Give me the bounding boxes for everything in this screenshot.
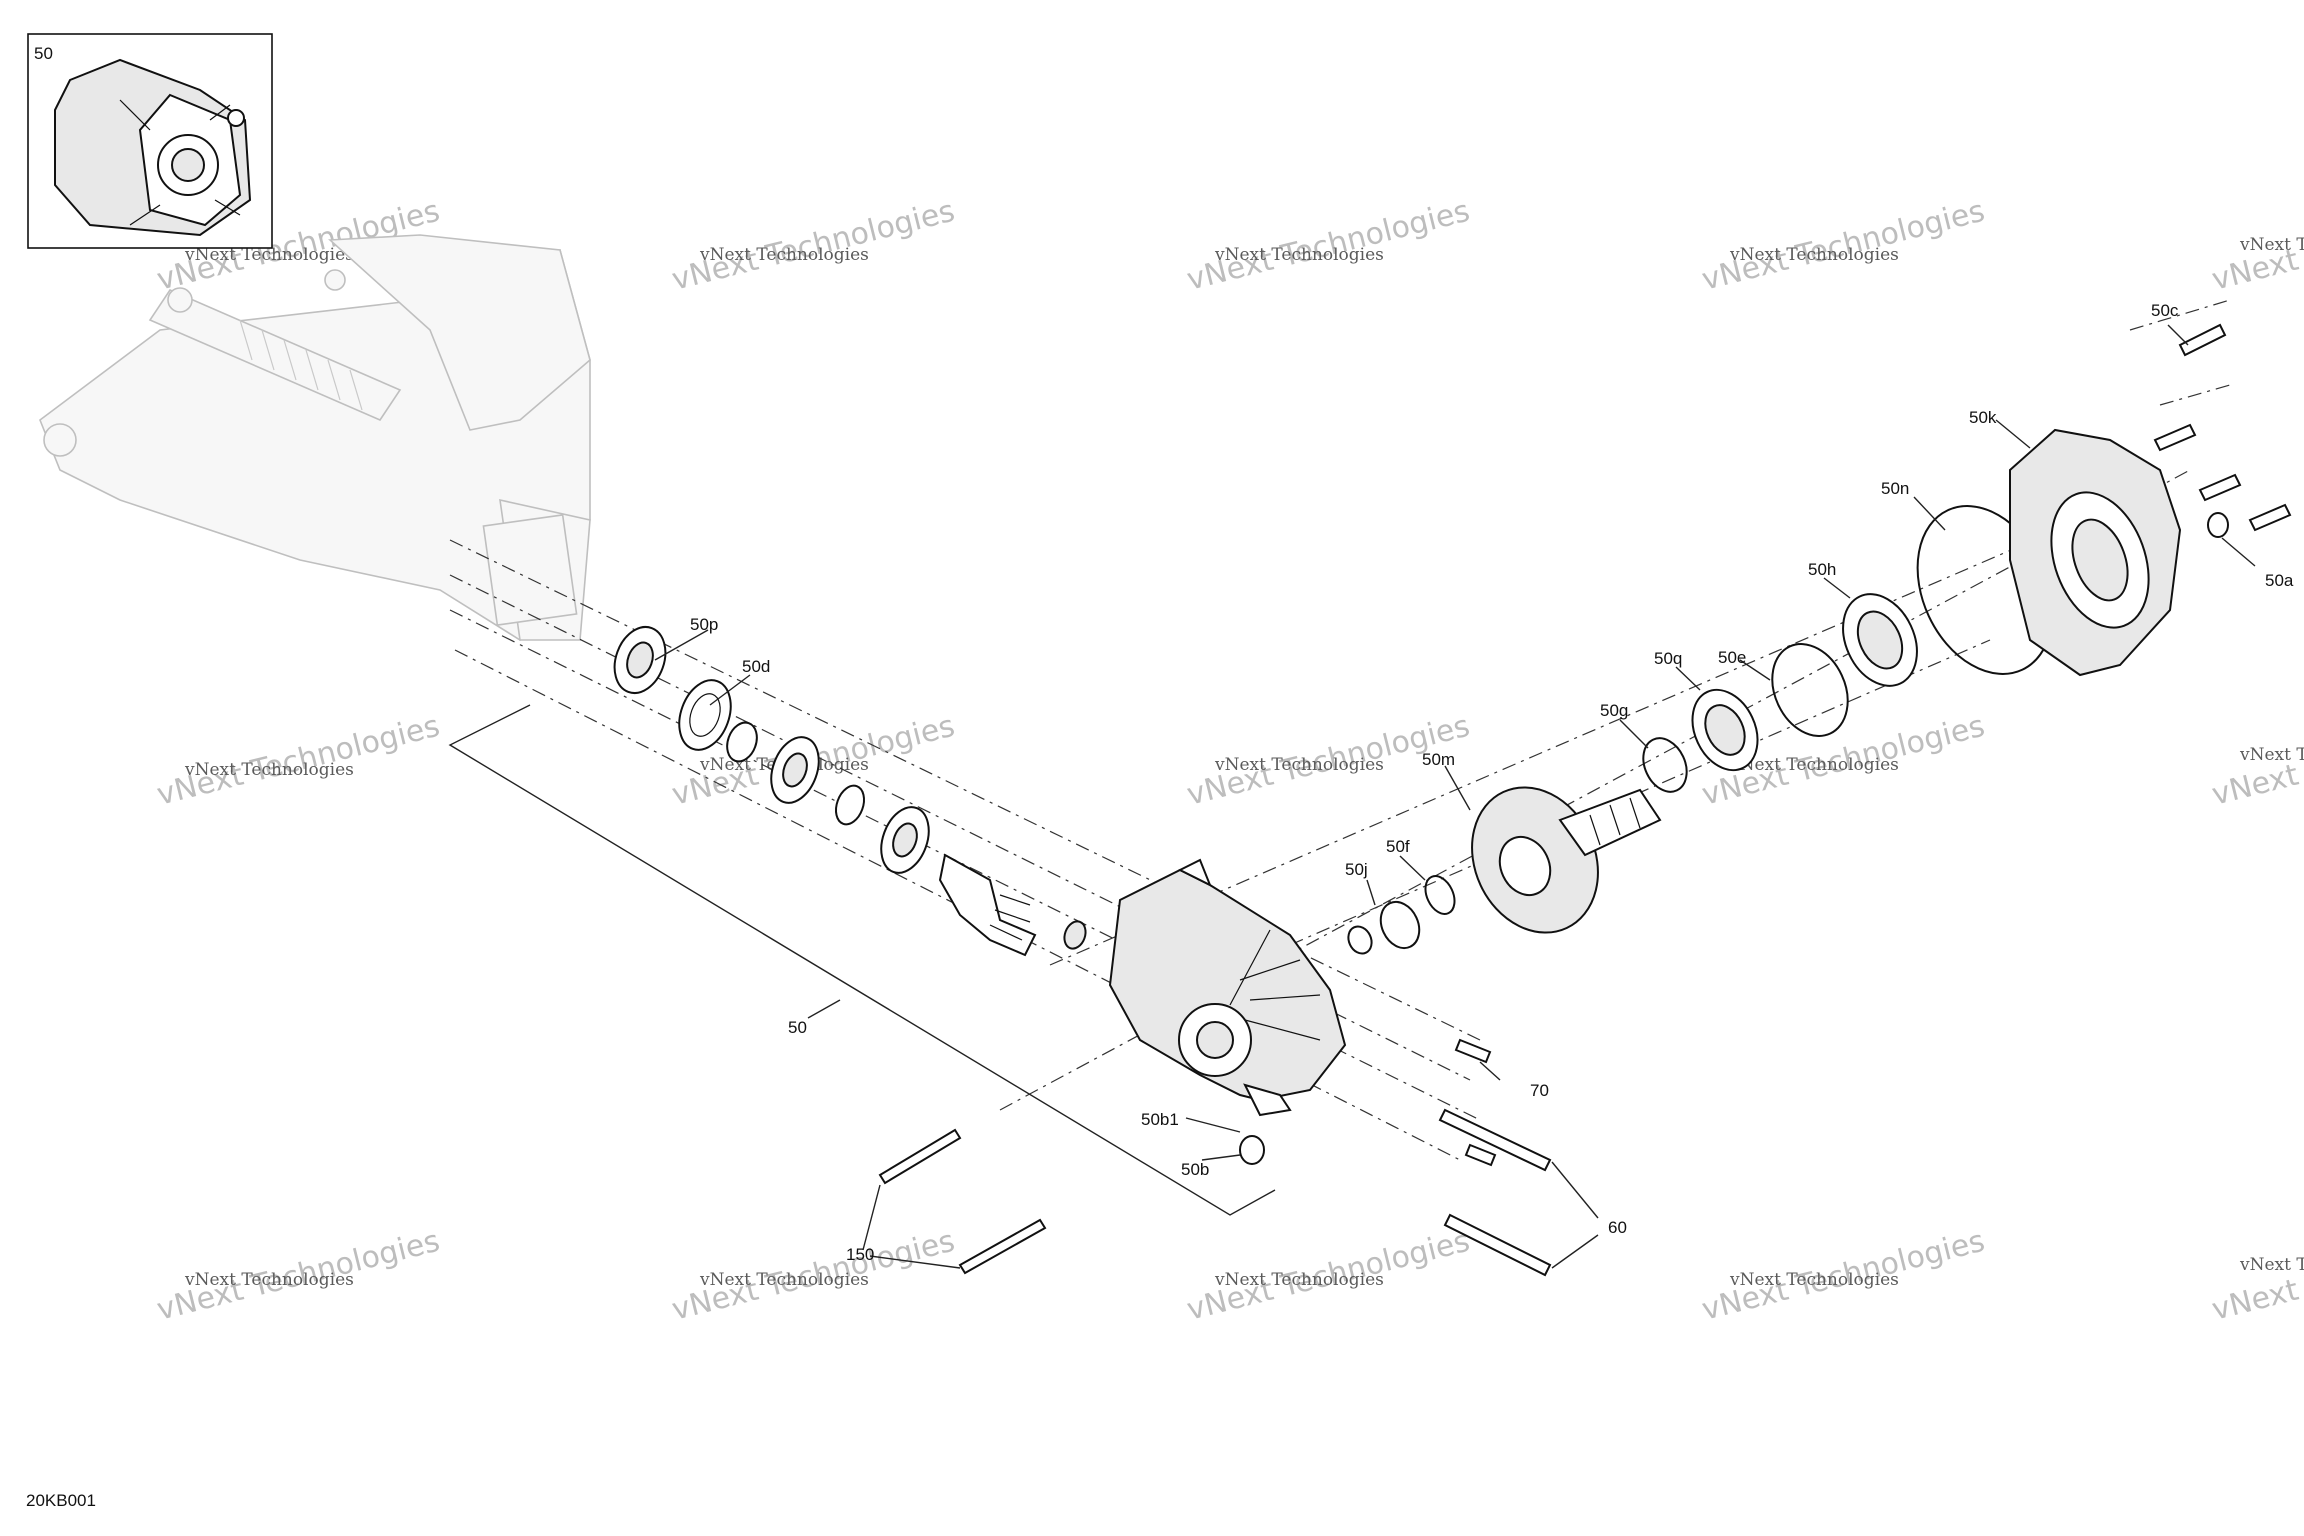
svg-text:vNext Technologies: vNext Technologies: [184, 245, 354, 265]
final-drive-housing: [1108, 858, 1347, 1117]
callout-50m: 50m: [1422, 750, 1455, 769]
snap-ring-50f: [1424, 875, 1456, 915]
watermark-r3c5: vNext Technologies vNext Technologies: [2208, 1224, 2304, 1328]
leader-lines: [654, 324, 2256, 1269]
callout-50b1: 50b1: [1141, 1110, 1179, 1129]
bolts-150: [878, 1128, 1047, 1275]
svg-text:vNext Technologies: vNext Technologies: [2239, 745, 2304, 765]
bolts-50c: [2153, 323, 2292, 532]
watermark-r1c5: vNext Technologies vNext Technologies: [2208, 194, 2304, 298]
callout-labels: 50c 50k 50n 50a 50h 50e 50q 50g 50m 50f …: [690, 301, 2294, 1264]
callout-50p: 50p: [690, 615, 718, 634]
svg-text:vNext Technologies: vNext Technologies: [1729, 1270, 1899, 1290]
callout-50c: 50c: [2151, 301, 2179, 320]
callout-50: 50: [788, 1018, 807, 1037]
seal-50p: [613, 626, 667, 694]
callout-50n: 50n: [1881, 479, 1909, 498]
svg-text:vNext Technologies: vNext Technologies: [184, 760, 354, 780]
pinion-gear: [938, 853, 1087, 957]
assembly-50-bracket: [448, 704, 1276, 1216]
watermark-r2c1: vNext Technologies vNext Technologies: [153, 709, 443, 813]
svg-text:vNext Technologies: vNext Technologies: [1214, 1270, 1384, 1290]
inset-housing-illustration: [54, 58, 252, 237]
inset-panel: 50: [27, 33, 273, 249]
watermark-r2c5: vNext Technologies vNext Technologies: [2208, 709, 2304, 813]
watermark-r3c3: vNext Technologies vNext Technologies: [1183, 1224, 1473, 1328]
ring-gear-50m: [1471, 786, 1662, 934]
svg-text:vNext Technologies: vNext Technologies: [699, 1270, 869, 1290]
svg-text:vNext Technologies: vNext Technologies: [1214, 245, 1384, 265]
watermark-r1c2: vNext Technologies vNext Technologies: [668, 194, 958, 298]
ring-nut-50d: [678, 679, 732, 751]
watermark-r1c3: vNext Technologies vNext Technologies: [1183, 194, 1473, 298]
svg-text:vNext Technologies: vNext Technologies: [184, 1270, 354, 1290]
callout-50e: 50e: [1718, 648, 1746, 667]
callout-50h: 50h: [1808, 560, 1836, 579]
o-ring-50g: [1642, 737, 1688, 793]
plug-50a: [2207, 512, 2229, 538]
callout-50b: 50b: [1181, 1160, 1209, 1179]
bearing-left: [770, 736, 820, 804]
callout-60: 60: [1608, 1218, 1627, 1237]
callout-50k: 50k: [1969, 408, 1997, 427]
callout-50f: 50f: [1386, 837, 1410, 856]
callout-50a: 50a: [2265, 571, 2294, 590]
svg-text:vNext Technologies: vNext Technologies: [1214, 755, 1384, 775]
watermark-r1c4: vNext Technologies vNext Technologies: [1698, 194, 1988, 298]
bolt-70: [1454, 1038, 1492, 1064]
inset-label: 50: [34, 44, 53, 63]
o-ring-left: [834, 784, 866, 826]
callout-70: 70: [1530, 1081, 1549, 1100]
circlip-50e: [1771, 643, 1849, 737]
callout-50j: 50j: [1345, 860, 1368, 879]
drain-plug-50b: [1239, 1135, 1265, 1165]
svg-text:vNext Technologies: vNext Technologies: [2239, 1255, 2304, 1275]
seal-50q: [1691, 688, 1759, 772]
bolts-60: [1438, 1108, 1552, 1277]
swing-arm-ghost: [39, 234, 591, 642]
svg-text:vNext Technologies: vNext Technologies: [1729, 755, 1899, 775]
svg-text:vNext Technologies: vNext Technologies: [2208, 1224, 2304, 1328]
drawing-code: 20KB001: [26, 1491, 96, 1510]
svg-text:vNext Technologies: vNext Technologies: [1729, 245, 1899, 265]
svg-text:vNext Technologies: vNext Technologies: [2239, 235, 2304, 255]
watermark-r3c2: vNext Technologies vNext Technologies: [668, 1224, 958, 1328]
svg-text:vNext Technologies: vNext Technologies: [699, 245, 869, 265]
callout-50q: 50q: [1654, 649, 1682, 668]
watermark-r3c4: vNext Technologies vNext Technologies: [1698, 1224, 1988, 1328]
callout-50d: 50d: [742, 657, 770, 676]
taper-bearing: [880, 806, 930, 874]
callout-50g: 50g: [1600, 701, 1628, 720]
washer-small: [726, 721, 758, 763]
bearing-50h: [1842, 593, 1918, 687]
bearing-50j: [1347, 900, 1421, 955]
cover-50k: [2009, 428, 2182, 677]
watermark-r3c1: vNext Technologies vNext Technologies: [153, 1224, 443, 1328]
callout-150: 150: [846, 1245, 874, 1264]
shock-spring-ghost: [148, 288, 402, 422]
